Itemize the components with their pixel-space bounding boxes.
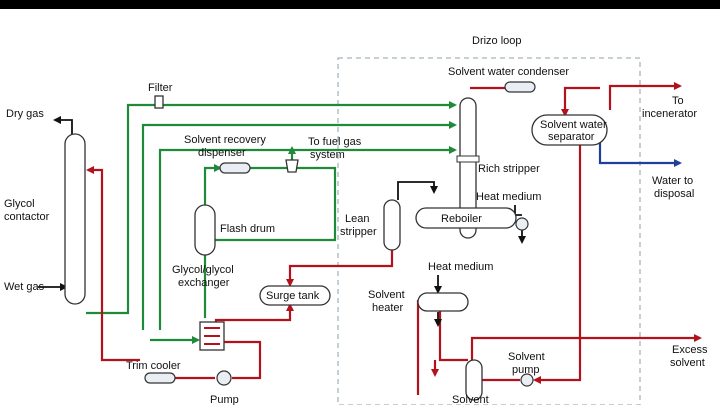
filter-label: Filter xyxy=(148,82,173,94)
drizo-loop-boundary xyxy=(337,57,641,405)
solvent-vessel-label: Solvent xyxy=(452,394,489,405)
surge-tank-label: Surge tank xyxy=(266,290,320,302)
rich-stripper-vessel xyxy=(459,97,477,239)
solvent-heater-shape xyxy=(417,292,469,312)
solvent-pump-symbol xyxy=(520,373,534,387)
rich-stripper-label: Rich stripper xyxy=(478,163,540,175)
surge-tank-vessel xyxy=(259,285,331,306)
header-rule xyxy=(0,0,720,9)
filter-shape xyxy=(154,95,164,109)
rich-stripper-band xyxy=(456,155,480,163)
condenser-shape xyxy=(504,81,536,93)
solvent-vessel xyxy=(465,359,483,401)
fuel-gas-cup xyxy=(285,159,299,173)
trim-cooler-shape xyxy=(144,372,176,384)
condenser-label: Solvent water condenser xyxy=(448,66,569,78)
lean-stripper-vessel xyxy=(383,199,401,251)
heat-medium-top-label: Heat medium xyxy=(476,191,541,203)
drizo-loop-label: Drizo loop xyxy=(472,35,522,47)
water-line xyxy=(598,140,682,167)
trim-cooler-label: Trim cooler xyxy=(126,360,181,372)
reboiler-vessel xyxy=(415,207,517,229)
separator-vessel xyxy=(531,114,608,146)
pump-symbol xyxy=(216,370,232,386)
flash-drum-label: Flash drum xyxy=(220,223,275,235)
recovery-dispenser-shape xyxy=(219,162,251,174)
heat-medium-mid-label: Heat medium xyxy=(428,261,493,273)
reboiler-pump xyxy=(515,217,529,231)
pump-label: Pump xyxy=(210,394,239,405)
flash-drum-vessel xyxy=(194,204,216,256)
black-lines xyxy=(38,116,526,327)
exchanger-coil xyxy=(204,327,220,345)
glycol-contactor-vessel xyxy=(64,133,86,305)
reboiler-label: Reboiler xyxy=(441,213,482,225)
dry-gas-label: Dry gas xyxy=(6,108,44,120)
wet-gas-label: Wet gas xyxy=(4,281,45,293)
